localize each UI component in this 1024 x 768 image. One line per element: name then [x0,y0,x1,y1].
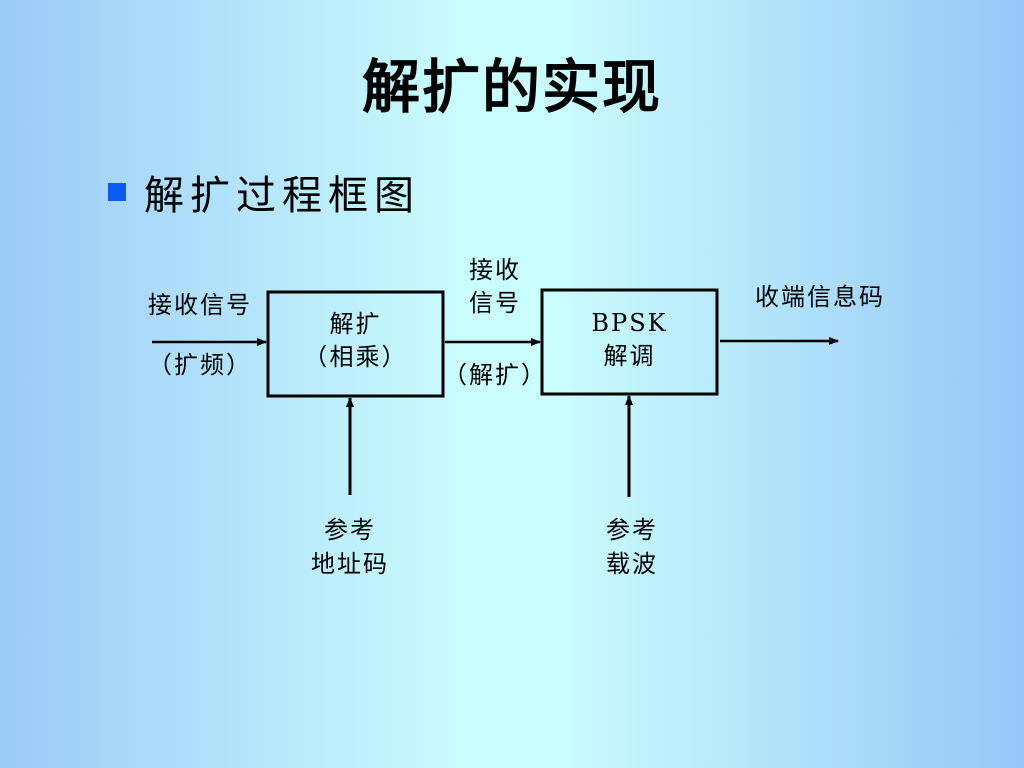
input-label-signal: 接收信号 [148,291,252,319]
bullet-item: 解扩过程框图 [108,163,420,221]
slide-title: 解扩的实现 [361,53,662,121]
ref-code-label-1: 参考 [324,516,376,544]
output-label: 收端信息码 [755,283,885,311]
mid-label-signal: 信号 [469,289,521,317]
despread-block [266,290,445,398]
bpsk-block-label-1: BPSK [591,309,668,337]
bpsk-demod-block [540,288,719,396]
ref-carrier-label-2: 载波 [606,550,658,578]
ref-carrier-label-1: 参考 [606,516,658,544]
bullet-text: 解扩过程框图 [144,173,420,219]
mid-label-despread: （解扩） [443,361,547,389]
bpsk-block-label-2: 解调 [603,342,656,370]
despread-block-label-1: 解扩 [329,310,382,338]
bullet-square-icon [108,183,126,201]
input-label-spread: （扩频） [148,351,252,379]
ref-code-label-2: 地址码 [311,550,389,578]
mid-label-receive: 接收 [469,256,521,284]
despread-block-label-2: （相乘） [303,343,408,371]
